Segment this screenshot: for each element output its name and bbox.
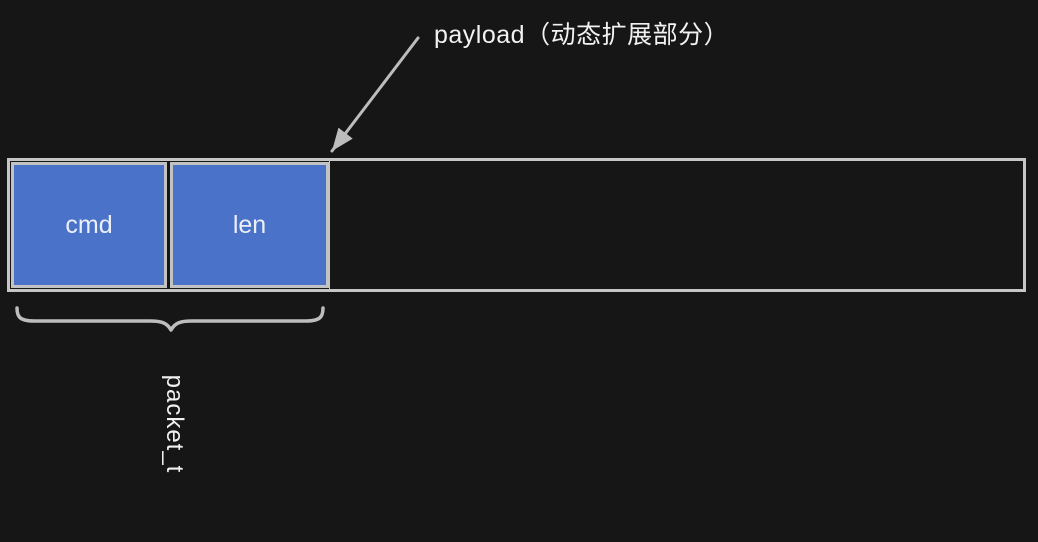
field-len: len bbox=[170, 162, 329, 288]
field-cmd-label: cmd bbox=[65, 210, 113, 239]
curly-brace-icon bbox=[15, 306, 325, 332]
packet-bar: cmd len bbox=[7, 158, 1026, 292]
struct-name-label: packet_t bbox=[161, 374, 188, 474]
payload-region bbox=[329, 161, 1023, 289]
field-cmd: cmd bbox=[11, 162, 167, 288]
field-len-label: len bbox=[232, 210, 267, 239]
annotation-arrow-icon bbox=[330, 36, 420, 153]
payload-annotation-label: payload（动态扩展部分） bbox=[434, 21, 730, 49]
